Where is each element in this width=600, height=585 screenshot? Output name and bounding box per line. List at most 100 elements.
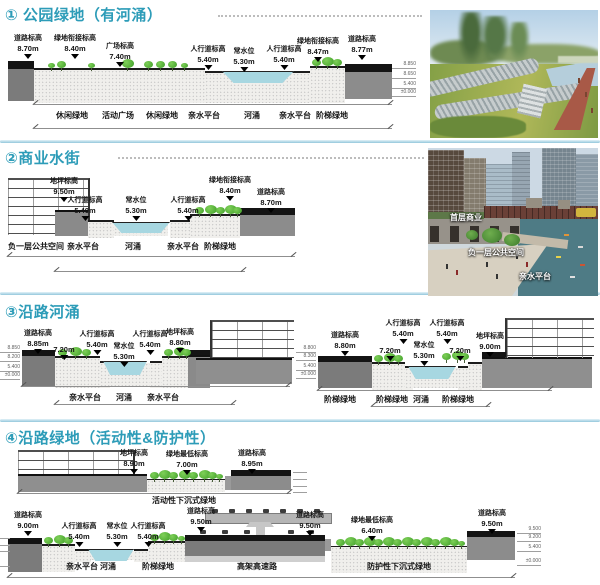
ref-mark: 8.850 (392, 61, 416, 69)
tree-icon (54, 535, 66, 547)
ref-mark: 8.850 (0, 345, 20, 353)
tree-icon (383, 537, 395, 549)
photo-park-riverbank (430, 10, 598, 138)
steps-hatch (468, 362, 482, 390)
ref-mark: ±0.000 (296, 371, 316, 379)
elevation-marker-icon (443, 339, 451, 345)
person (496, 274, 498, 279)
elevation-marker-icon (71, 54, 79, 60)
elevation-marker-icon (204, 65, 212, 71)
vehicle (222, 530, 228, 534)
zone-label: 高架高速路 (237, 562, 277, 571)
tree-icon (374, 539, 383, 549)
ref-tick (293, 479, 307, 480)
elevation-marker-icon (24, 54, 32, 60)
photo-overlay-label: 首层商业 (450, 213, 482, 222)
steps-hatch (55, 356, 100, 388)
dimension-line (318, 390, 552, 391)
vehicle (229, 509, 235, 513)
tree-icon (458, 541, 465, 549)
section-title: ① 公园绿地（有河涌） (5, 7, 163, 24)
tree-icon (150, 534, 159, 544)
elevation-marker-icon (420, 361, 428, 367)
water-body (88, 549, 134, 561)
water-body (222, 71, 294, 83)
tree-icon (159, 532, 171, 544)
elevation-marker-icon (368, 536, 376, 542)
road-body (240, 215, 295, 236)
tree-icon (336, 539, 345, 549)
tree-icon (182, 349, 191, 359)
tall-tree (458, 12, 484, 64)
zone-label: 阶梯绿地 (204, 242, 236, 251)
road-surface (482, 352, 506, 357)
tree-icon (168, 61, 177, 71)
tree-icon (450, 539, 459, 549)
tree-icon (156, 61, 165, 71)
person (526, 262, 528, 267)
photo-overlay-label: 亲水平台 (519, 272, 551, 281)
dimension-line (18, 493, 291, 494)
fence-post (578, 78, 580, 83)
steps-hatch (162, 356, 188, 388)
water-body (103, 361, 147, 375)
fence-post (591, 108, 593, 113)
road-body (318, 362, 372, 388)
zone-label: 阶梯绿地 (316, 111, 348, 120)
person (486, 262, 488, 267)
zone-label: 河涌 (116, 393, 132, 402)
dotted-rule (118, 157, 424, 159)
tree-icon (394, 355, 403, 365)
tree-icon (402, 537, 414, 549)
walk-hatch (170, 220, 190, 238)
zone-label: 河涌 (244, 111, 260, 120)
tree-icon (150, 472, 159, 482)
section-divider (0, 292, 600, 295)
ref-mark: 5.400 (517, 544, 541, 552)
elevation-marker-icon (130, 469, 138, 475)
kayak (564, 234, 569, 236)
person (446, 264, 448, 269)
building-slab (18, 474, 147, 492)
elevation-marker-icon (240, 67, 248, 73)
road-body (467, 537, 515, 560)
dimension-line (8, 577, 515, 578)
building-tower (542, 148, 576, 210)
elevation-marker-icon (486, 352, 494, 358)
steps-hatch (148, 541, 185, 562)
tree-icon (216, 207, 225, 217)
tree-icon (189, 472, 198, 482)
road-surface (188, 350, 210, 355)
elevation-marker-icon (314, 57, 322, 63)
building-tower (464, 158, 486, 218)
steps-hatch (310, 66, 345, 103)
ref-mark: 8.650 (392, 71, 416, 79)
elevation-label: 7.20m (449, 346, 471, 362)
building-slab (482, 357, 592, 388)
boat (576, 208, 596, 217)
elevation-marker-icon (267, 208, 275, 214)
tree-icon (216, 474, 223, 482)
zone-label: 河涌 (125, 242, 141, 251)
ref-mark: ±0.000 (0, 372, 20, 380)
dimension-line (34, 104, 392, 105)
elevation-marker-icon (358, 55, 366, 61)
zone-label: 休闲绿地 (56, 111, 88, 120)
zone-label: 阶梯绿地 (376, 395, 408, 404)
elevation-marker-icon (197, 527, 205, 533)
tree-icon (355, 539, 364, 549)
